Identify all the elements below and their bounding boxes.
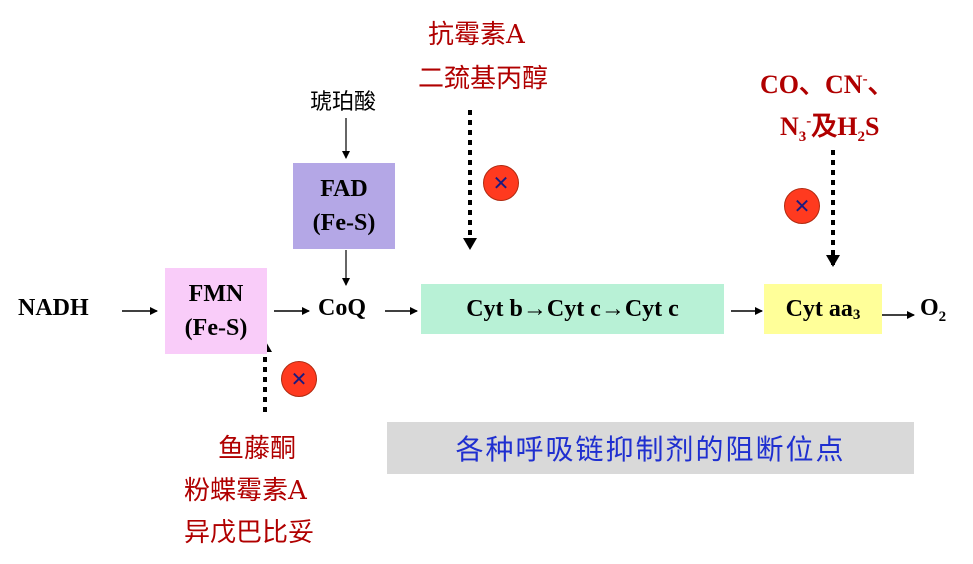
fmn-fes-label: (Fe-S) [184,315,248,341]
and-h: 及H [811,112,858,141]
box-fad: FAD (Fe-S) [293,163,395,249]
inhibitor-dimercaprol: 二巯基丙醇 [418,64,549,94]
cyt-aa3-label: Cyt aa [785,296,853,322]
inhibitor-azide-h2s: N3-及H2S [780,106,879,146]
inhibitor-co-cn: CO、CN-、 [760,64,894,101]
node-nadh: NADH [18,295,89,321]
cyt-aa3-subscript: 3 [852,307,861,323]
block-icon-antimycin: ✕ [483,165,519,201]
o2-label: O [920,295,939,321]
caption-banner: 各种呼吸链抑制剂的阻断位点 [387,422,914,474]
succinate-label: 琥珀酸 [310,90,377,115]
h2s-s: S [865,112,880,141]
block-icon-cyanide: ✕ [784,188,820,224]
block-icon-rotenone: ✕ [281,361,317,397]
inhibitor-cn-charge: - [862,71,868,88]
node-o2: O2 [920,295,946,326]
inhibitor-piericidin: 粉蝶霉素A [184,476,307,506]
inhibitor-co-cn-tail: 、 [867,70,894,99]
o2-subscript: 2 [938,308,947,325]
fmn-label: FMN [188,281,244,307]
inhibitor-amobarbital: 异戊巴比妥 [184,518,315,548]
fad-label: FAD [320,176,368,202]
h2s-subscript: 2 [857,129,866,146]
box-fmn: FMN (Fe-S) [165,268,267,354]
inhibitor-rotenone: 鱼藤酮 [218,434,297,464]
fad-fes-label: (Fe-S) [312,210,376,236]
node-coq: CoQ [318,295,366,321]
azide-n: N [780,112,799,141]
azide-subscript: 3 [798,129,807,146]
inhibitor-co-cn-text: CO、CN [760,70,863,99]
azide-charge: - [806,113,812,130]
box-cyt-chain: Cyt b→Cyt c→Cyt c [421,284,724,334]
inhibitor-antimycin: 抗霉素A [428,20,525,50]
cyt-chain-label: Cyt b→Cyt c→Cyt c [466,296,679,322]
